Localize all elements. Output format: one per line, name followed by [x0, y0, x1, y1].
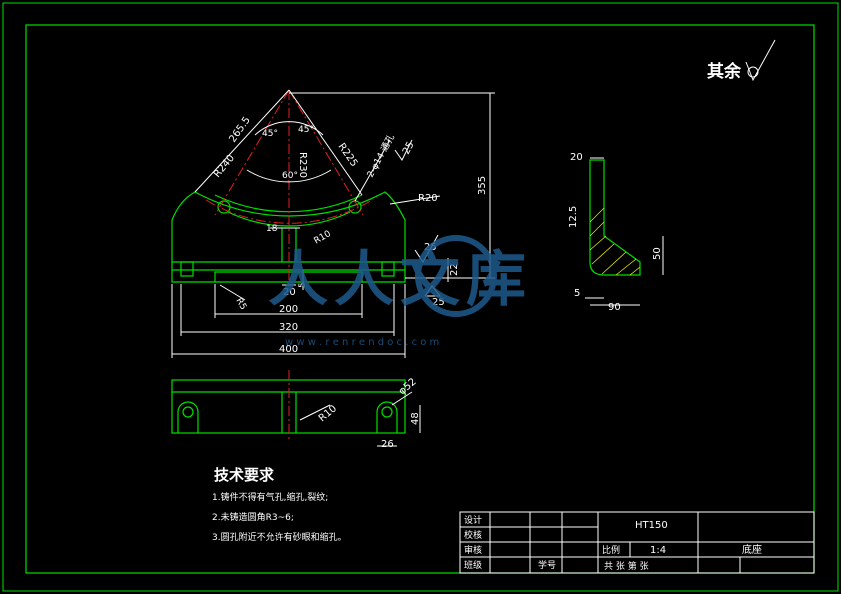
- dim-320: 320: [279, 322, 298, 333]
- dim-r240: R240: [212, 153, 237, 180]
- sec-dim-125: 12.5: [568, 206, 579, 228]
- tech-req-title: 技术要求: [214, 466, 275, 484]
- tb-design: 设计: [464, 514, 482, 526]
- sec-dim-20: 20: [570, 152, 583, 163]
- tb-review: 审核: [464, 544, 482, 556]
- top-hole-right: [381, 406, 393, 418]
- dim-r10a: R10: [313, 229, 334, 247]
- top-slot-right: [376, 401, 398, 433]
- roughness-symbol-icon: [747, 66, 759, 78]
- hatch-5: [601, 251, 627, 275]
- roughness-check-line: [745, 39, 776, 82]
- sec-dim-5: 5: [574, 288, 580, 299]
- top-slot-left: [177, 401, 199, 433]
- tb-check: 校核: [464, 529, 482, 541]
- hatch-2: [589, 221, 605, 237]
- section-view: 20 12.5 50 5 90: [568, 152, 664, 313]
- dim-200: 200: [279, 304, 298, 315]
- tech-requirements: 技术要求 1.铸件不得有气孔,缩孔,裂纹; 2.未铸造圆角R3~6; 3.圆孔附…: [212, 466, 347, 543]
- watermark-url: w w w . r e n r e n d o c . c o m: [285, 337, 439, 348]
- title-block: 设计 校核 审核 班级 学号 HT150 比例 1:4 底座 共 张 第 张: [459, 511, 815, 574]
- top-dim-26-text: 26: [381, 439, 394, 450]
- dim-arc-45: [254, 121, 324, 136]
- tb-approve: 班级: [464, 559, 482, 571]
- dim-line-r225: [288, 89, 363, 196]
- dim-ra25a: 25: [401, 140, 417, 156]
- boss-left: [180, 261, 194, 277]
- hatch-3: [589, 235, 607, 251]
- tb-material: HT150: [635, 520, 668, 531]
- dim-355: 355: [477, 176, 488, 195]
- dim-r5-leader: [219, 284, 246, 301]
- dim-22: 22: [449, 263, 460, 276]
- dim-ang45b: 45°: [298, 125, 314, 135]
- dim-18: 18: [266, 224, 278, 234]
- dim-5a: 5: [298, 282, 308, 288]
- centerline-left-45: [214, 89, 290, 216]
- dim-400: 400: [279, 344, 298, 355]
- ra-symbol-a-icon: [394, 139, 413, 161]
- hatch-6: [615, 258, 637, 276]
- dim-holes-leader: [354, 139, 391, 202]
- section-outline: [589, 159, 641, 276]
- top-r10-leader: [299, 404, 331, 421]
- sheet-border-inner: [25, 24, 815, 574]
- dim-20a: 20: [283, 287, 296, 298]
- tb-part-name: 底座: [742, 543, 762, 556]
- boss-right: [381, 261, 395, 277]
- section-hatch: [589, 207, 641, 276]
- dim-ang45a: 45°: [262, 129, 278, 139]
- tb-scale-value: 1:4: [650, 545, 666, 556]
- watermark-logo-icon: [415, 235, 497, 317]
- centerline-arc: [205, 199, 373, 224]
- roughness-note-text: 其余: [707, 61, 742, 82]
- watermark-name: 人人文库: [268, 245, 532, 315]
- hatch-7: [629, 266, 641, 276]
- top-dim-r10b: R10: [317, 403, 339, 424]
- dim-r230: R230: [297, 152, 308, 178]
- dim-ang60: 60°: [282, 171, 298, 181]
- dim-line-2655: [194, 89, 290, 193]
- tb-scale-label: 比例: [602, 544, 620, 556]
- front-view-outline: [171, 191, 406, 283]
- dim-ra25c: 25: [432, 297, 445, 308]
- top-hole-left: [182, 406, 194, 418]
- tech-req-item-3: 3.圆孔附近不允许有砂眼和缩孔。: [212, 531, 347, 543]
- centerline-right-45: [288, 89, 364, 216]
- hatch-1: [589, 207, 605, 223]
- roughness-note: 其余: [707, 39, 776, 82]
- dim-2655: 265.5: [227, 115, 252, 145]
- hatch-4: [591, 243, 615, 265]
- dim-r225: R225: [336, 141, 360, 169]
- ra-symbol-c-icon: [424, 285, 442, 297]
- dim-holes: 2-φ14 通孔: [365, 133, 397, 180]
- dim-r20: R20: [418, 193, 438, 204]
- top-phi52-leader: [391, 391, 413, 406]
- tech-req-item-1: 1.铸件不得有气孔,缩孔,裂纹;: [212, 491, 328, 503]
- dim-arc-60: [246, 169, 332, 183]
- front-view: R240 R230 R225 265.5 45° 45° 60° 2-φ14 通…: [171, 89, 495, 358]
- watermark: 人人文库 w w w . r e n r e n d o c . c o m: [268, 235, 532, 348]
- tb-student-id: 学号: [538, 559, 556, 571]
- sec-dim-50: 50: [652, 247, 663, 260]
- tech-req-item-2: 2.未铸造圆角R3~6;: [212, 511, 294, 523]
- sec-dim-90: 90: [608, 302, 621, 313]
- top-dim-48-text: 48: [410, 412, 421, 425]
- dim-r20-leader: [389, 195, 441, 205]
- top-view: φ52 R10 48 26: [171, 370, 421, 450]
- dim-r5: R5: [233, 297, 248, 312]
- tb-sheets: 共 张 第 张: [604, 560, 649, 572]
